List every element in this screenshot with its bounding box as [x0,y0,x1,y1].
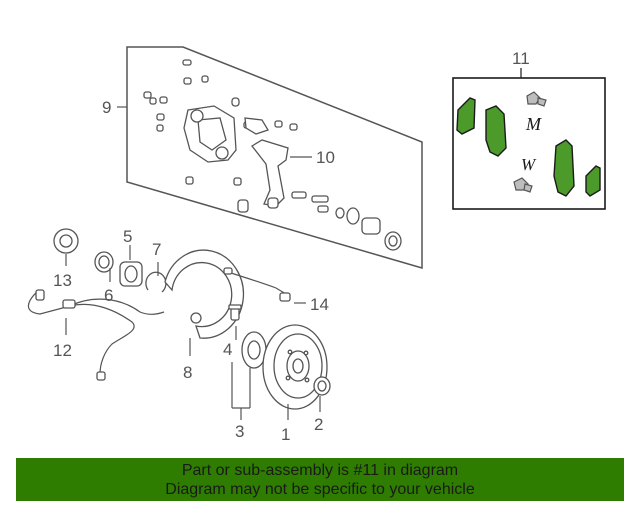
guide-pins-and-piston [237,191,402,251]
hub-nut: 2 [313,376,331,434]
wheel-bearing-group: 6 5 7 [94,227,167,305]
caliper-bracket: 10 [251,139,335,207]
brake-pad-left-inner [485,105,507,157]
banner-line-2: Diagram may not be specific to your vehi… [165,481,475,498]
callout-12[interactable]: 12 [53,341,72,360]
callout-11[interactable]: 11 [512,49,530,68]
info-banner: Part or sub-assembly is #11 in diagram D… [16,458,624,501]
callout-10[interactable]: 10 [316,148,335,167]
part-3-leader: 3 [231,362,251,441]
brake-pad-right-inner [553,139,575,197]
caliper-body [183,105,269,163]
wear-indicator-mark-m: M [525,114,542,134]
wear-indicator-mark-w: W [521,155,537,174]
brake-line: 14 [223,267,329,314]
wheel-hub [241,331,267,369]
banner-line-1: Part or sub-assembly is #11 in diagram [181,462,459,479]
abs-sensor-harness: 12 [27,289,165,381]
brake-pad-left-outer [456,97,476,135]
callout-5[interactable]: 5 [123,227,132,246]
callout-7[interactable]: 7 [152,240,161,259]
callout-6[interactable]: 6 [104,286,113,305]
callout-8[interactable]: 8 [183,363,192,382]
callout-13[interactable]: 13 [53,271,72,290]
callout-1[interactable]: 1 [281,425,290,444]
callout-4[interactable]: 4 [223,340,232,359]
brake-pad-kit-inset[interactable]: 11 M W [452,49,606,210]
callout-3[interactable]: 3 [235,422,244,441]
wheel-stud: 4 [223,304,242,359]
parts-diagram: 9 10 [27,46,606,444]
part-13-ring: 13 [53,228,79,290]
brake-rotor: 1 [262,324,328,444]
pad-shim-clips [513,91,547,193]
caliper-assembly-panel: 9 10 [102,46,423,269]
callout-9[interactable]: 9 [102,98,111,117]
caliper-small-parts [143,59,298,186]
callout-2[interactable]: 2 [314,415,323,434]
brake-pad-right-outer [585,165,601,197]
callout-14[interactable]: 14 [310,295,329,314]
